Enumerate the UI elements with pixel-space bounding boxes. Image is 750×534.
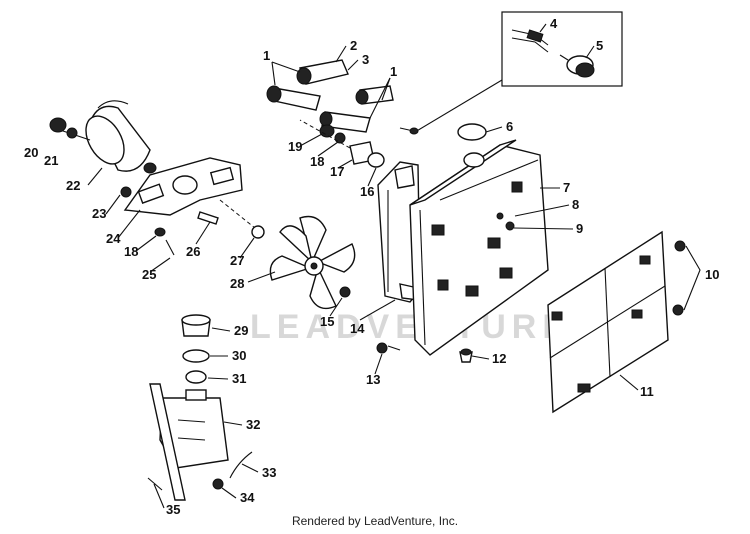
nut-15 [339,286,351,298]
fan-motor [49,100,157,174]
hose-upper [266,59,349,111]
bracket-13 [376,342,401,354]
callout-18: 18 [310,154,324,169]
callout-10: 10 [705,267,719,282]
callout-12: 12 [492,351,506,366]
fan-blade [269,215,356,310]
leader-inset [414,79,503,133]
callout-2: 2 [350,38,357,53]
fitting-group [299,119,419,168]
overflow-cap [181,314,211,384]
motor-bracket [120,157,256,229]
callout-25: 25 [142,267,156,282]
overflow-bottle [149,383,229,501]
sensor-inset [501,11,623,87]
watermark: LEADVENTURE [250,308,571,346]
callout-18: 18 [124,244,138,259]
callout-28: 28 [230,276,244,291]
callout-13: 13 [366,372,380,387]
callout-23: 23 [92,206,106,221]
callout-6: 6 [506,119,513,134]
hose-right [319,85,394,133]
drain-plug [459,348,473,363]
fastener-10b [672,304,684,316]
clamp-34 [212,478,224,490]
footer-credit: Rendered by LeadVenture, Inc. [291,514,459,528]
callout-5: 5 [596,38,603,53]
callout-21: 21 [44,153,58,168]
callout-22: 22 [66,178,80,193]
callout-26: 26 [186,244,200,259]
callout-labels: 1 1 2 3 4 5 6 7 8 9 10 11 12 13 14 15 16… [24,16,719,517]
callout-3: 3 [362,52,369,67]
callout-20: 20 [24,145,38,160]
callout-8: 8 [572,197,579,212]
bracket-fasteners [154,225,265,256]
callout-35: 35 [166,502,180,517]
leader-lines [87,23,639,509]
callout-17: 17 [330,164,344,179]
callout-11: 11 [640,384,654,399]
callout-24: 24 [106,231,121,246]
callout-31: 31 [232,371,246,386]
callout-32: 32 [246,417,260,432]
callout-9: 9 [576,221,583,236]
callout-7: 7 [563,180,570,195]
callout-29: 29 [234,323,248,338]
screw-35 [147,477,163,491]
callout-16: 16 [360,184,374,199]
fastener-10a [674,240,686,252]
callout-33: 33 [262,465,276,480]
callout-1: 1 [390,64,397,79]
hose-33 [229,451,253,479]
callout-30: 30 [232,348,246,363]
callout-15: 15 [320,314,334,329]
radiator-screen [547,230,669,414]
callout-19: 19 [288,139,302,154]
callout-14: 14 [350,321,365,336]
radiator [409,123,549,356]
callout-1: 1 [263,48,270,63]
callout-4: 4 [550,16,558,31]
callout-34: 34 [240,490,255,505]
